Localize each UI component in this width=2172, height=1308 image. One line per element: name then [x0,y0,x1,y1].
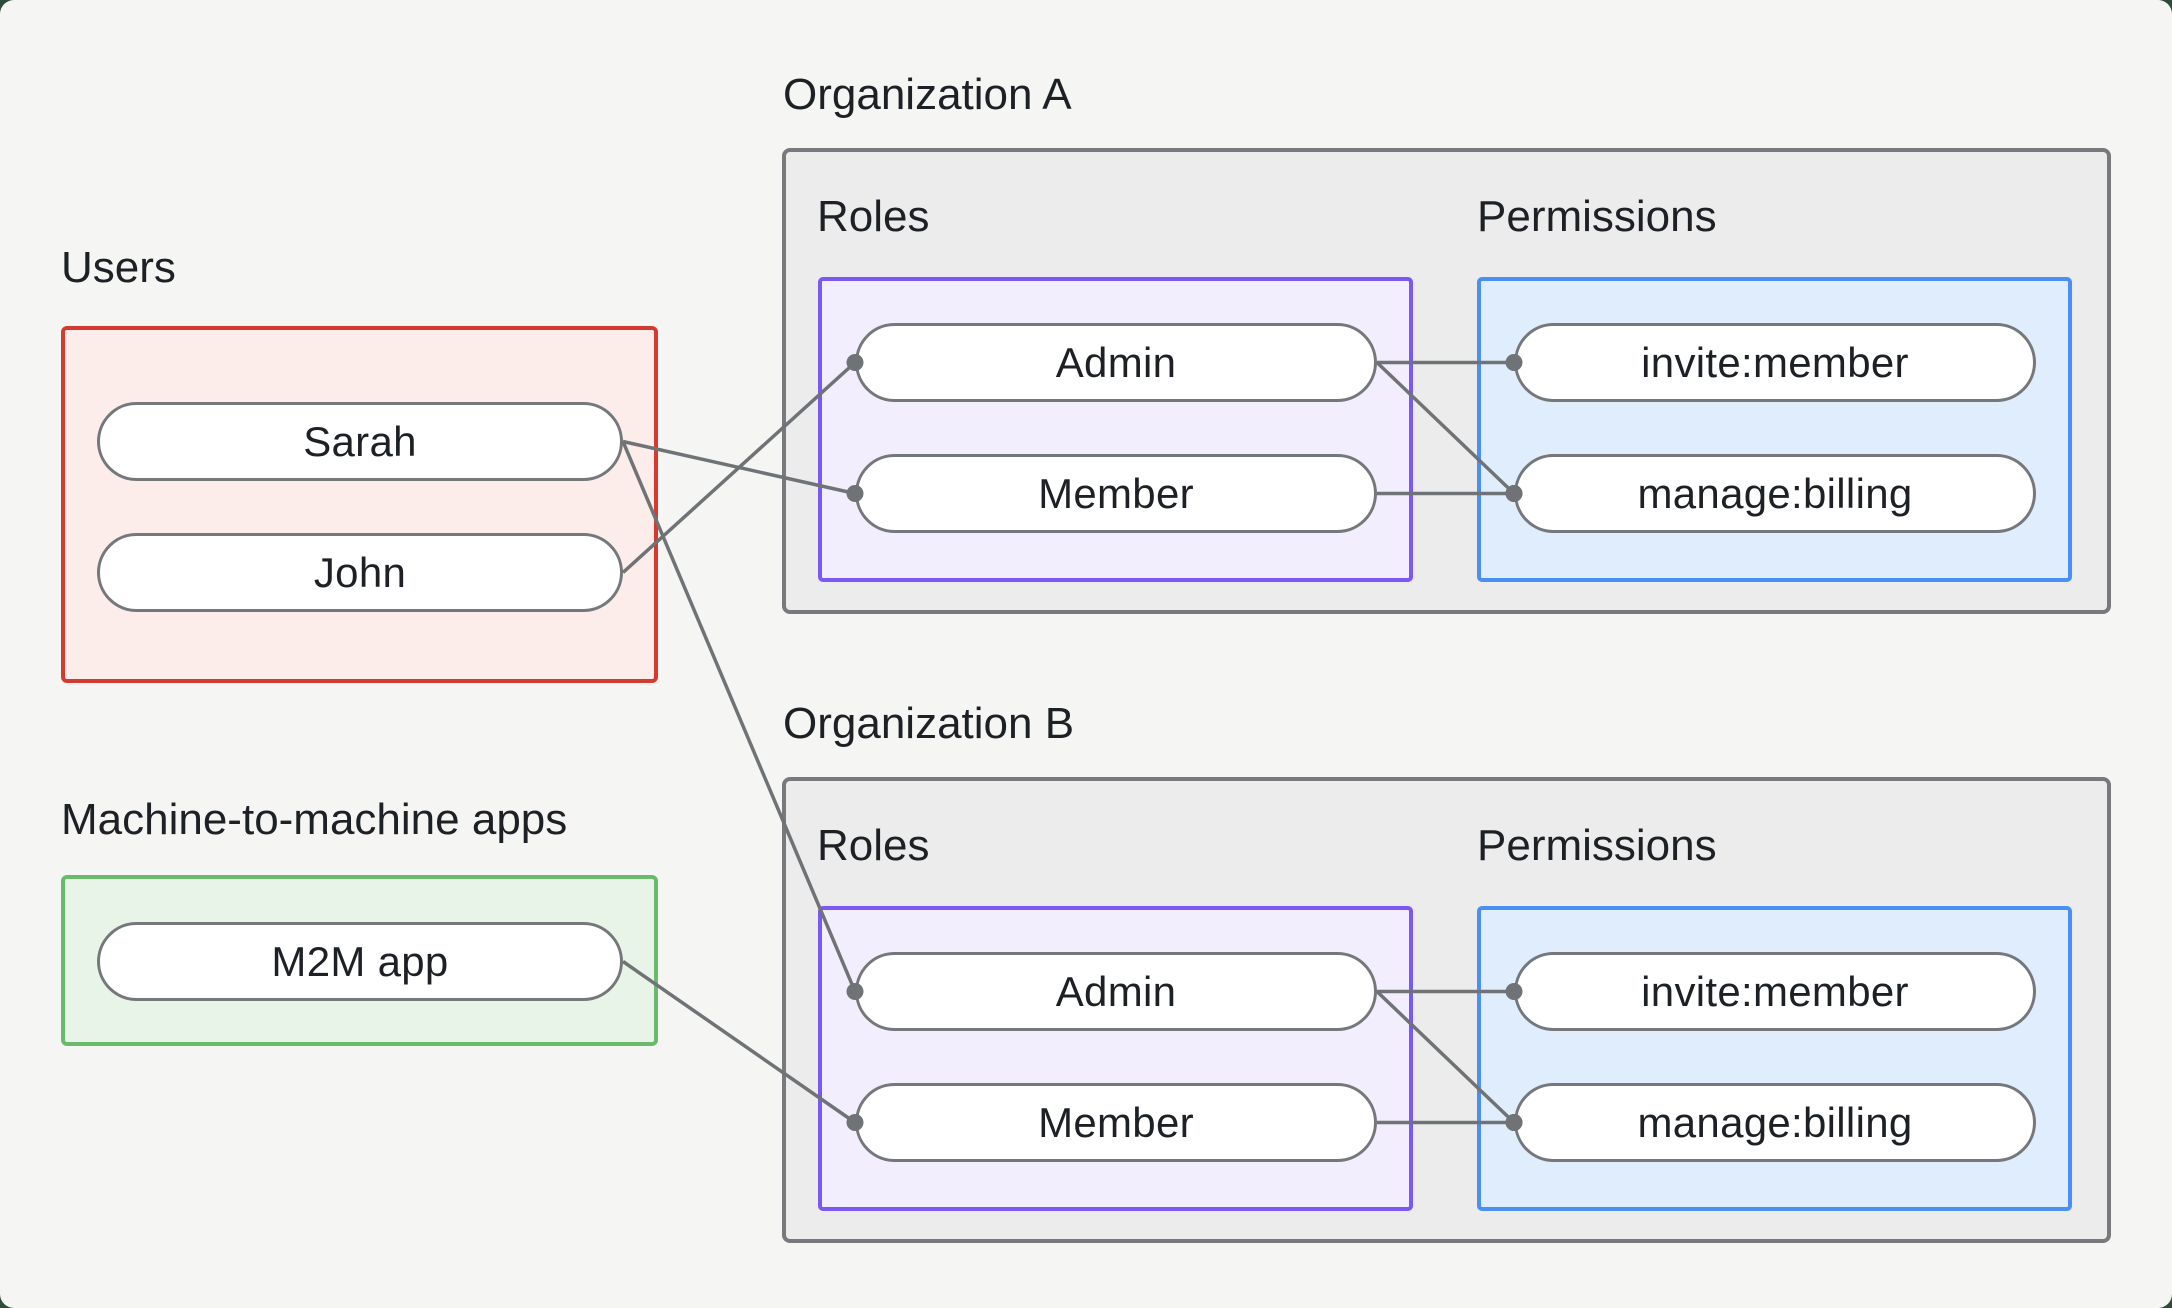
org-a-role-admin-label: Admin [1055,338,1177,386]
m2m-app-node: M2M app [97,922,623,1001]
org-a-permission-manage-billing-label: manage:billing [1637,469,1913,517]
org-a-role-admin: Admin [855,323,1377,402]
user-node-sarah-label: Sarah [303,417,417,465]
org-a-roles-box: Admin Member [818,277,1413,582]
m2m-app-node-label: M2M app [271,937,449,985]
user-node-john: John [97,533,623,612]
user-node-sarah: Sarah [97,402,623,481]
org-b-role-member-label: Member [1038,1098,1194,1146]
user-node-john-label: John [313,548,407,596]
org-a-permission-manage-billing: manage:billing [1514,454,2036,533]
org-a-permissions-box: invite:member manage:billing [1477,277,2072,582]
org-b-box: Roles Permissions Admin Member invite:me… [782,777,2111,1243]
org-b-permission-manage-billing: manage:billing [1514,1083,2036,1162]
org-a-roles-label: Roles [817,192,930,241]
org-b-label: Organization B [783,699,1075,748]
users-group-box: Sarah John [61,326,658,683]
org-b-role-member: Member [855,1083,1377,1162]
org-b-permission-manage-billing-label: manage:billing [1637,1098,1913,1146]
org-a-box: Roles Permissions Admin Member invite:me… [782,148,2111,614]
org-b-role-admin-label: Admin [1055,967,1177,1015]
org-b-permissions-label: Permissions [1477,821,1717,870]
org-b-role-admin: Admin [855,952,1377,1031]
org-b-permission-invite-member: invite:member [1514,952,2036,1031]
users-group-label: Users [61,243,176,292]
m2m-group-label: Machine-to-machine apps [61,795,568,844]
org-a-permissions-label: Permissions [1477,192,1717,241]
org-b-roles-box: Admin Member [818,906,1413,1211]
org-a-permission-invite-member: invite:member [1514,323,2036,402]
org-a-role-member: Member [855,454,1377,533]
m2m-group-box: M2M app [61,875,658,1046]
org-a-role-member-label: Member [1038,469,1194,517]
org-a-permission-invite-member-label: invite:member [1641,338,1909,386]
org-b-roles-label: Roles [817,821,930,870]
org-a-label: Organization A [783,70,1072,119]
org-b-permission-invite-member-label: invite:member [1641,967,1909,1015]
org-b-permissions-box: invite:member manage:billing [1477,906,2072,1211]
